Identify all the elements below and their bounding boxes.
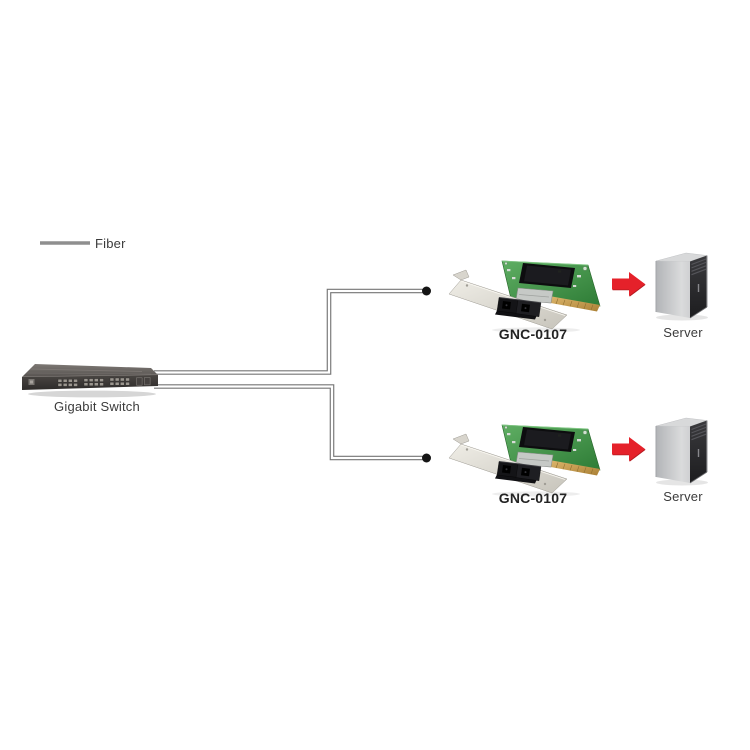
server-label-top: Server	[663, 325, 703, 340]
fiber-cable-top	[154, 286, 431, 375]
nic-smd-components	[507, 269, 581, 287]
gigabit-switch-image	[21, 364, 159, 398]
server-drive-bays	[691, 258, 707, 276]
fiber-legend-label: Fiber	[95, 236, 126, 251]
nic-card-image-bottom	[448, 424, 601, 497]
switch-ports	[57, 377, 130, 387]
server-label-bottom: Server	[663, 489, 703, 504]
nic-fiber-connector	[495, 297, 542, 320]
red-arrow-icon	[612, 437, 646, 462]
nic-gold-edge-connector	[548, 296, 600, 312]
gigabit-switch-label: Gigabit Switch	[54, 399, 140, 414]
red-arrow-icon	[612, 272, 646, 297]
server-tower-image-top	[655, 252, 708, 321]
cable-endpoint-dot	[422, 286, 431, 296]
nic-card-label-top: GNC-0107	[498, 326, 568, 342]
fiber-cable-bottom	[154, 384, 431, 463]
server-side-face	[656, 261, 690, 318]
switch-sfp-slots	[136, 377, 151, 386]
nic-card-label-bottom: GNC-0107	[498, 490, 568, 506]
cable-endpoint-dot	[422, 453, 431, 463]
nic-card-image-top	[448, 260, 601, 333]
server-tower-image-bottom	[655, 417, 708, 486]
